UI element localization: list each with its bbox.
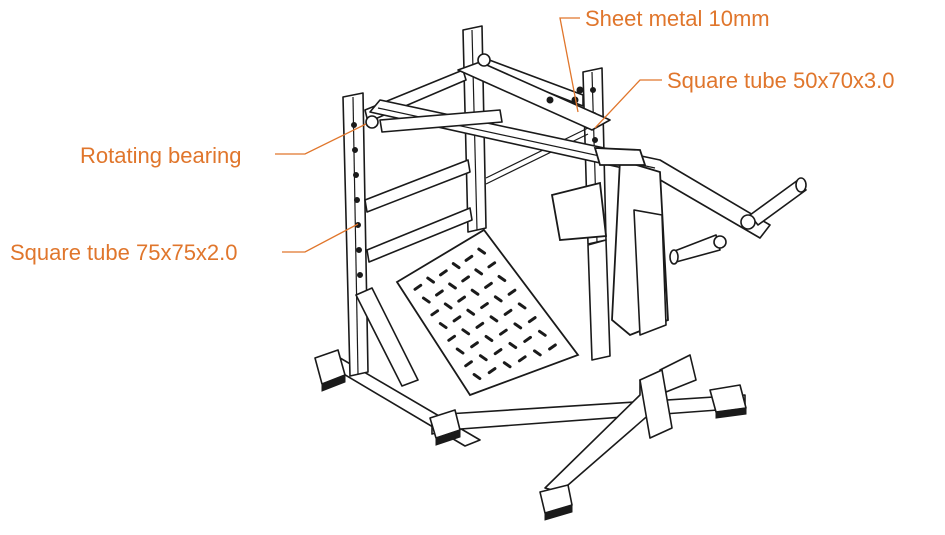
tread-mark [489,315,499,323]
tread-mark [493,348,503,356]
tread-mark [475,321,485,329]
leader-square-tube-frame [282,223,359,253]
tread-mark [421,296,431,304]
tread-mark [447,334,457,342]
top-lever-arm [365,53,771,239]
tread-mark [466,308,476,316]
tread-mark [507,288,517,296]
rotating-bearing-label: Rotating bearing [80,143,242,168]
tread-mark [474,268,484,276]
tread-mark [426,276,436,284]
right-rear-foot [709,384,747,413]
lower-handle [671,234,721,263]
tread-mark [493,295,503,303]
tread-mark [461,328,471,336]
tread-mark [517,302,527,310]
tread-mark [499,328,508,336]
tread-mark [497,275,507,283]
plate-supports [355,287,697,439]
tread-mark [477,247,487,255]
tread-mark [435,289,444,297]
tread-mark [502,361,512,369]
tread-mark [461,275,470,283]
leader-rotating-bearing [275,123,367,155]
sheet-metal-label: Sheet metal 10mm [585,6,770,31]
handles [669,177,807,265]
tread-mark [470,341,479,349]
tread-mark [452,315,462,323]
tread-mark [438,322,448,330]
foot-plate [395,228,580,397]
tread-mark [443,302,453,310]
tread-mark [439,269,448,277]
tread-mark [503,308,513,316]
leader-sheet-metal [559,17,580,113]
tread-mark [548,343,557,351]
tread-mark [487,261,497,269]
tread-mark [478,354,488,362]
tread-mark [430,309,440,317]
tread-mark [484,334,494,342]
tread-mark [487,367,497,375]
tread-mark [480,302,489,310]
tread-mark [464,360,473,368]
tread-mark [517,355,527,363]
tread-mark [523,335,532,343]
tread-mark [451,262,461,270]
back-pad [550,147,669,337]
tread-mark [472,373,482,381]
tread-mark [527,316,537,324]
leader-square-tube-top [594,79,662,129]
square-tube-top-label: Square tube 50x70x3.0 [667,68,895,93]
tread-mark [484,281,493,289]
tread-mark [513,322,523,330]
tread-mark [537,329,547,337]
tread-mark [448,282,457,290]
tread-mark [457,295,466,303]
tread-mark [508,342,518,350]
tread-mark [455,347,465,355]
tread-mark [464,254,474,262]
tread-mark [532,349,542,357]
tread-mark [470,288,480,296]
square-tube-frame-label: Square tube 75x75x2.0 [10,240,238,265]
leader-lines [275,17,662,253]
tread-mark [413,283,423,291]
